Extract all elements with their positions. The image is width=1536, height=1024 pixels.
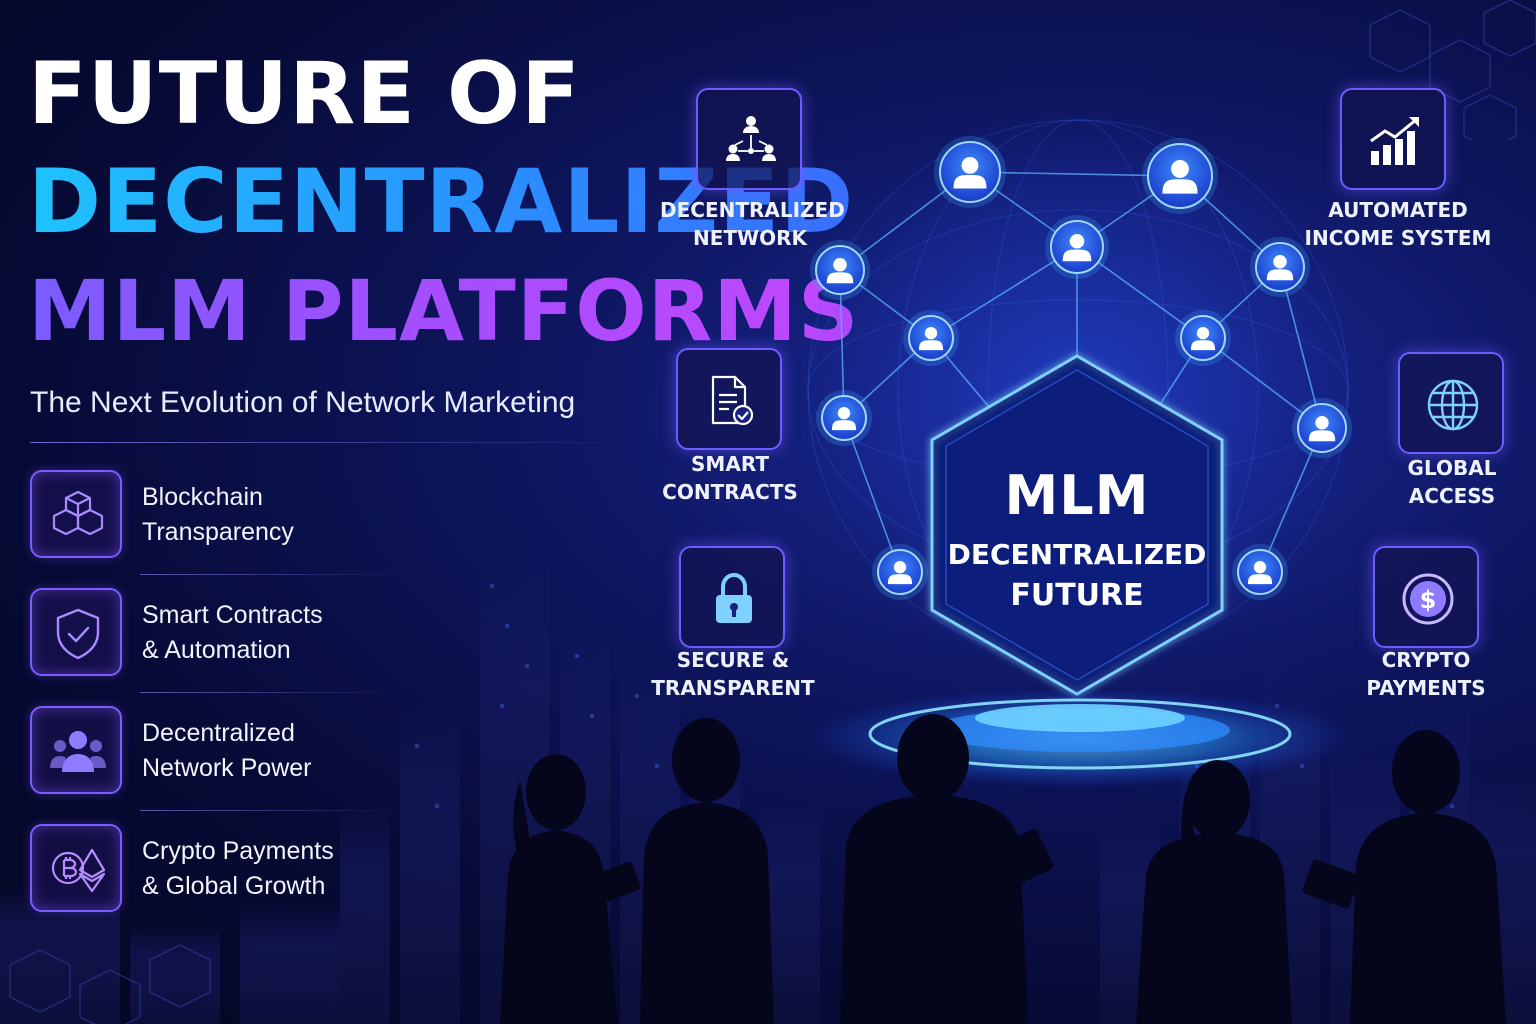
- blockchain-cubes-icon: [52, 490, 104, 536]
- card-smart-contracts: [676, 348, 782, 450]
- feature-icon-box: [30, 588, 122, 676]
- feature-label-line2: Transparency: [142, 518, 294, 546]
- feature-label-line1: Crypto Payments: [142, 837, 334, 865]
- card-label-automated-income: AUTOMATED INCOME SYSTEM: [1304, 198, 1492, 250]
- hexagon-title: MLM: [1004, 464, 1150, 527]
- feature-label-line1: Blockchain: [142, 483, 263, 511]
- feature-label-line2: & Global Growth: [142, 872, 326, 900]
- padlock-icon: [716, 572, 752, 623]
- feature-decentralized-network-power: Decentralized Network Power: [30, 706, 450, 811]
- subtitle: The Next Evolution of Network Marketing: [30, 386, 576, 419]
- feature-label-line1: Smart Contracts: [142, 601, 323, 629]
- feature-label: Crypto Payments & Global Growth: [142, 834, 334, 904]
- feature-label-line1: Decentralized: [142, 719, 295, 747]
- feature-icon-box: [30, 470, 122, 558]
- card-label-decentralized-network: DECENTRALIZED NETWORK: [660, 198, 845, 250]
- svg-text:$: $: [1420, 586, 1437, 614]
- network-user-node: [1232, 544, 1288, 600]
- feature-divider: [140, 574, 400, 575]
- shield-check-icon: [56, 608, 100, 660]
- hexagon-subtitle-line2: FUTURE: [1010, 578, 1144, 613]
- card-decentralized-network: [696, 88, 802, 190]
- people-network-icon: [50, 731, 106, 772]
- title-line-3: MLM PLATFORMS: [28, 262, 860, 360]
- feature-label: Smart Contracts & Automation: [142, 598, 323, 668]
- card-crypto-payments: $: [1373, 546, 1479, 648]
- card-label-smart-contracts: SMART CONTRACTS: [662, 452, 798, 504]
- card-label-crypto-payments: CRYPTO PAYMENTS: [1366, 648, 1486, 700]
- network-user-node: [872, 544, 928, 600]
- network-user-node: [1175, 310, 1231, 366]
- network-user-node: [1292, 398, 1352, 458]
- feature-divider: [140, 810, 400, 811]
- hexagon-subtitle-line1: DECENTRALIZED: [947, 538, 1207, 571]
- feature-label-line2: Network Power: [142, 754, 312, 782]
- card-secure-transparent: [679, 546, 785, 648]
- subtitle-divider: [30, 442, 650, 443]
- network-user-node: [810, 240, 870, 300]
- feature-label: Decentralized Network Power: [142, 716, 312, 786]
- network-user-node: [816, 390, 872, 446]
- cube-pattern-bottom-left: [9, 944, 211, 1024]
- dollar-coin-icon: $: [1402, 573, 1454, 625]
- card-label-global-access: GLOBAL ACCESS: [1407, 456, 1497, 508]
- network-nodes-icon: [726, 116, 776, 161]
- contract-document-icon: [711, 375, 754, 426]
- feature-label: Blockchain Transparency: [142, 480, 294, 550]
- bitcoin-ethereum-icon: [51, 848, 106, 893]
- card-global-access: [1398, 352, 1504, 454]
- card-label-secure-transparent: SECURE & TRANSPARENT: [651, 648, 815, 700]
- network-user-node: [1045, 215, 1109, 279]
- network-user-node: [903, 310, 959, 366]
- feature-divider: [140, 692, 400, 693]
- globe-icon: [1427, 379, 1479, 431]
- feature-label-line2: & Automation: [142, 636, 291, 664]
- feature-smart-contracts: Smart Contracts & Automation: [30, 588, 450, 693]
- card-automated-income: [1340, 88, 1446, 190]
- cube-pattern-top-right: [1369, 0, 1536, 140]
- growth-chart-icon: [1370, 117, 1419, 165]
- feature-icon-box: [30, 706, 122, 794]
- feature-blockchain-transparency: Blockchain Transparency: [30, 470, 450, 575]
- feature-icon-box: [30, 824, 122, 912]
- network-user-node: [1142, 138, 1218, 214]
- title-line-1: FUTURE OF: [28, 44, 581, 144]
- network-user-node: [934, 136, 1006, 208]
- feature-crypto-payments: Crypto Payments & Global Growth: [30, 824, 450, 916]
- network-user-node: [1250, 237, 1310, 297]
